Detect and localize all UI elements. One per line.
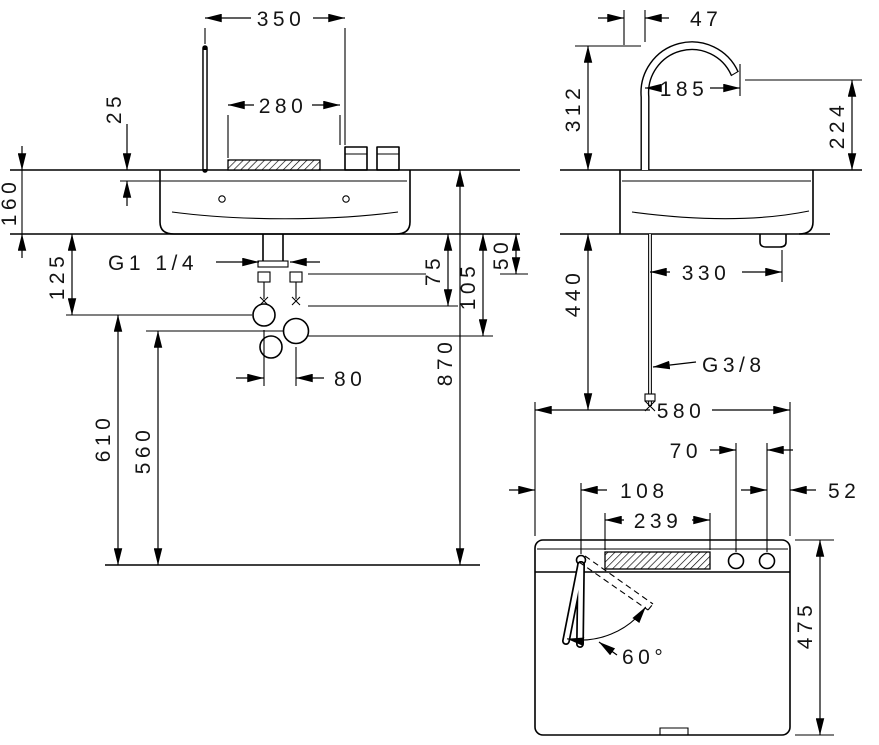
spout-outlet-cut <box>730 70 739 77</box>
dim-870: 870 <box>434 169 465 566</box>
dim-224: 224 <box>745 79 862 171</box>
handle-right <box>376 146 400 171</box>
top-view <box>534 539 791 736</box>
dim-185-label: 185 <box>660 78 709 101</box>
dim-475-label: 475 <box>794 601 817 650</box>
overflow-notch <box>659 727 689 735</box>
dim-108: 108 <box>509 480 669 554</box>
dim-440: 440 <box>562 233 642 411</box>
dim-25-label: 25 <box>103 92 126 124</box>
dim-580: 580 <box>534 400 791 536</box>
dim-440-label: 440 <box>562 269 585 318</box>
dim-239-label: 239 <box>634 510 683 533</box>
dim-80: 80 <box>236 330 366 391</box>
drain-flange <box>257 260 289 268</box>
label-supply-thread: G3/8 <box>652 354 766 377</box>
hose-nut <box>644 393 656 402</box>
trap-circle-1 <box>252 303 276 327</box>
dim-350-label: 350 <box>257 8 306 31</box>
front-view <box>10 45 520 566</box>
drain-thread-label: G1 1/4 <box>108 252 198 275</box>
valve-left <box>257 271 271 306</box>
label-swivel-angle: 60° <box>598 641 667 669</box>
dim-224-label: 224 <box>826 101 849 150</box>
dim-75: 75 <box>308 233 458 307</box>
dim-160-label: 160 <box>0 178 21 227</box>
dim-870-label: 870 <box>434 338 457 387</box>
dim-330-label: 330 <box>682 262 731 285</box>
handle-right-top <box>758 552 776 570</box>
swivel-angle-arc <box>566 606 647 646</box>
dim-75-label: 75 <box>422 254 445 286</box>
dim-610: 610 <box>92 314 123 566</box>
dim-105-label: 105 <box>457 262 480 311</box>
dim-280: 280 <box>227 95 341 158</box>
dim-580-label: 580 <box>657 400 706 423</box>
basin-outline-front <box>159 170 411 235</box>
dim-239: 239 <box>604 510 711 550</box>
side-view <box>560 41 862 412</box>
drain-boss <box>759 234 787 248</box>
dim-70: 70 <box>670 440 793 552</box>
dim-125: 125 <box>46 233 252 316</box>
valve-right <box>289 271 303 306</box>
dim-50: 50 <box>308 233 528 275</box>
dim-52: 52 <box>741 480 860 503</box>
trap-circle-3 <box>259 335 283 359</box>
basin-front-edge <box>798 170 814 235</box>
dim-125-label: 125 <box>46 252 69 301</box>
dim-47-label: 47 <box>690 8 722 31</box>
dim-185: 185 <box>644 64 741 101</box>
dim-52-label: 52 <box>828 480 860 503</box>
dim-50-label: 50 <box>490 238 513 270</box>
dim-280-label: 280 <box>259 95 308 118</box>
dim-312: 312 <box>562 45 641 171</box>
swivel-angle-label: 60° <box>622 646 667 669</box>
dim-80-label: 80 <box>334 368 366 391</box>
dim-475: 475 <box>794 539 834 736</box>
fixing-hole-left <box>218 195 226 203</box>
dim-560-label: 560 <box>132 426 155 475</box>
trap-circle-2 <box>282 317 310 345</box>
label-drain-thread: G1 1/4 <box>108 252 320 275</box>
dim-330: 330 <box>649 250 783 285</box>
lever-position-swung-dashed <box>578 555 654 611</box>
dim-70-label: 70 <box>670 440 702 463</box>
fixing-hole-right <box>342 195 350 203</box>
bowl-bottom-curve <box>171 211 399 220</box>
dim-350: 350 <box>204 8 346 145</box>
dim-160: 160 <box>0 146 27 258</box>
spout-tube <box>640 41 739 170</box>
dim-25: 25 <box>103 92 163 206</box>
handle-left <box>344 146 368 171</box>
handle-left-top <box>727 552 745 570</box>
dim-47: 47 <box>598 8 722 45</box>
basin-outline-top <box>534 539 791 736</box>
dim-312-label: 312 <box>562 84 585 133</box>
dim-108-label: 108 <box>620 480 669 503</box>
dim-560: 560 <box>132 330 283 566</box>
spout-grate-top <box>604 551 711 570</box>
dim-610-label: 610 <box>92 414 115 463</box>
dim-105: 105 <box>308 233 493 337</box>
spout-grate-front <box>227 159 321 171</box>
supply-thread-label: G3/8 <box>702 354 766 377</box>
